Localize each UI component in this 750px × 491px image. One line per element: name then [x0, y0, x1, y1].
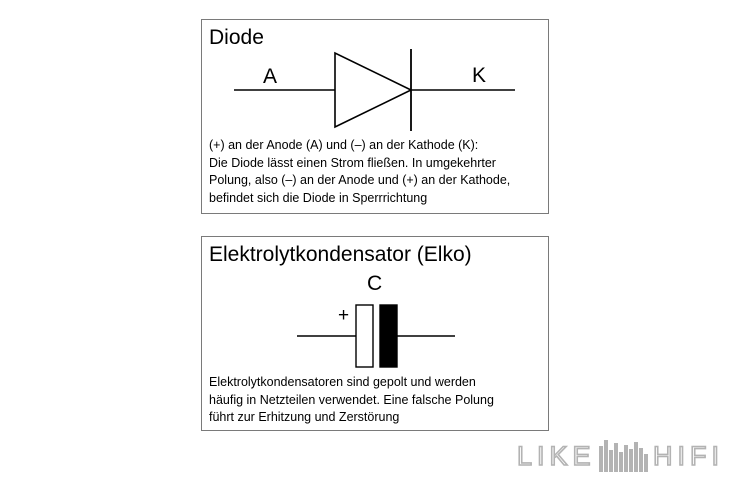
diode-desc-line: befindet sich die Diode in Sperrrichtung [209, 190, 428, 205]
diode-desc-line: (+) an der Anode (A) und (–) an der Kath… [209, 138, 479, 152]
diode-description: (+) an der Anode (A) und (–) an der Kath… [209, 137, 545, 207]
diode-desc-line: Die Diode lässt einen Strom fließen. In … [209, 155, 496, 170]
diode-title: Diode [209, 26, 264, 49]
elko-desc-line: führt zur Erhitzung und Zerstörung [209, 410, 400, 424]
capacitor-positive-plate [355, 304, 374, 368]
elko-panel: Elektrolytkondensator (Elko) C + Elektro… [201, 236, 549, 431]
logo-text-right: HIFI [653, 441, 724, 471]
capacitor-symbol [297, 304, 455, 368]
elko-desc-line: Elektrolytkondensatoren sind gepolt und … [209, 375, 476, 389]
elko-desc-line: häufig in Netzteilen verwendet. Eine fal… [209, 392, 494, 407]
elko-title: Elektrolytkondensator (Elko) [209, 243, 472, 266]
likehifi-logo: LIKE HIFI [516, 440, 724, 472]
logo-text-left: LIKE [517, 441, 596, 471]
cathode-label: K [472, 64, 487, 87]
diode-panel: Diode A K (+) an der Anode (A) und (–) a… [201, 19, 549, 214]
diode-symbol [234, 49, 515, 131]
diode-desc-line: Polung, also (–) an der Anode und (+) an… [209, 173, 511, 187]
elko-description: Elektrolytkondensatoren sind gepolt und … [209, 374, 545, 427]
capacitor-label: C [367, 272, 383, 295]
logo-equalizer-icon [599, 440, 648, 472]
diode-triangle [334, 51, 413, 129]
anode-label: A [263, 65, 278, 88]
plus-label: + [338, 305, 350, 326]
capacitor-negative-plate [379, 304, 398, 368]
